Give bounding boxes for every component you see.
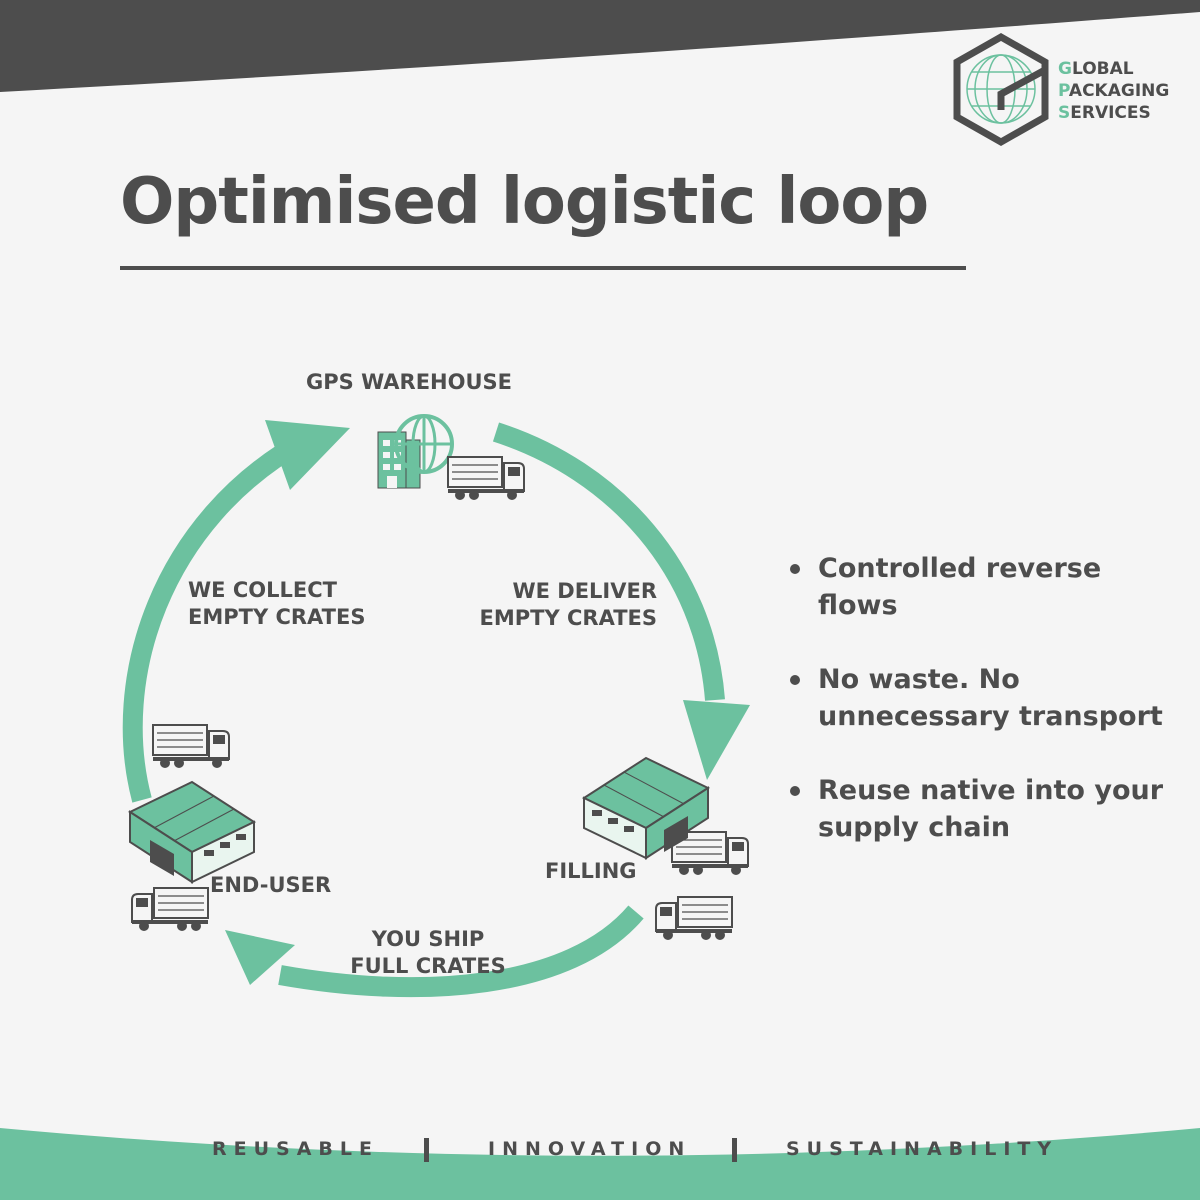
node-label-warehouse: GPS WAREHOUSE: [306, 370, 513, 394]
arrow-deliver: [492, 422, 725, 701]
footer-reusable: REUSABLE: [212, 1138, 379, 1160]
node-label-end-user: END-USER: [210, 873, 332, 897]
arrow-collect: [122, 431, 310, 803]
truck-icon: [152, 724, 230, 769]
logo-line: GLOBAL: [1058, 59, 1134, 79]
footer-separator: [732, 1138, 737, 1162]
arrow-deliver-head: [683, 700, 750, 780]
gps-logo-icon: [953, 32, 1049, 147]
logistic-loop-diagram: [122, 414, 750, 998]
logo-line: PACKAGING: [1058, 81, 1170, 101]
logo-line: SERVICES: [1058, 103, 1151, 123]
truck-icon: [655, 896, 733, 941]
truck-icon: [447, 456, 525, 501]
arrow-ship-head: [225, 930, 295, 985]
arrow-ship: [278, 905, 644, 998]
globe-building-icon: [377, 414, 454, 489]
title-underline: [120, 266, 966, 270]
footer-sustainability: SUSTAINABILITY: [786, 1138, 1059, 1160]
arrow-collect-head: [265, 420, 350, 490]
bottom-banner: [0, 1128, 1200, 1200]
bullet-icon: [790, 564, 800, 574]
bullet-icon: [790, 786, 800, 796]
footer-separator: [424, 1138, 429, 1162]
bullet-icon: [790, 675, 800, 685]
page-title: Optimised logistic loop: [120, 165, 929, 239]
node-label-filling: FILLING: [545, 859, 637, 883]
top-banner: [0, 0, 1200, 92]
edge-label-collect: WE COLLECT EMPTY CRATES: [188, 578, 366, 629]
truck-icon: [131, 887, 209, 932]
edge-label-deliver: WE DELIVER EMPTY CRATES: [479, 579, 657, 630]
edge-label-ship: YOU SHIP FULL CRATES: [350, 927, 506, 978]
logo-wordmark: GLOBAL PACKAGING SERVICES: [1058, 58, 1169, 124]
footer-innovation: INNOVATION: [488, 1138, 692, 1160]
